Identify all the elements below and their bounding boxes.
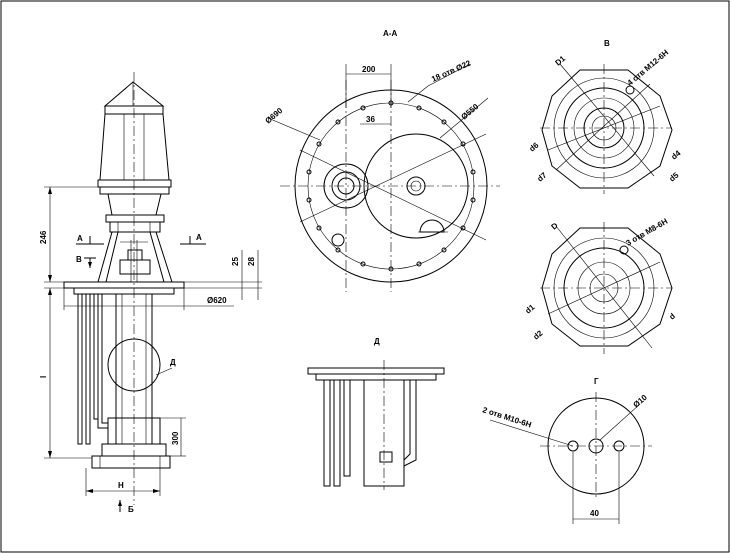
view-g-title: Г (594, 377, 599, 386)
dim-620: Ø620 (207, 296, 227, 305)
coupling-housing (109, 221, 161, 233)
dim-d4: d4 (670, 148, 683, 161)
view-mark-b: В (76, 255, 82, 264)
dim-D1: D1 (554, 54, 568, 68)
view-d-flange: D 3 отв М8-6Н d1 d2 d (524, 217, 678, 354)
dim-40: 40 (590, 509, 599, 518)
dim-d6: d6 (528, 140, 541, 153)
detail-view-d: Д (307, 337, 445, 490)
discharge-pipe-1 (77, 293, 83, 445)
view-d-outline (541, 227, 673, 347)
dim-d: d (668, 311, 678, 321)
dim-25: 25 (231, 257, 240, 266)
section-mark-a-right: А (196, 233, 202, 242)
dim-H: H (118, 481, 124, 490)
dim-d5: d5 (668, 170, 681, 183)
motor-flange (97, 179, 172, 188)
dim-246: 246 (39, 230, 48, 244)
dim-4-holes: 4 отв М12-6Н (626, 48, 671, 88)
suction-bell (91, 455, 171, 469)
motor-body (99, 113, 170, 181)
dim-690: Ø690 (264, 106, 285, 126)
dim-l: l (39, 376, 48, 378)
dim-10: Ø10 (632, 393, 650, 410)
section-mark-a-left: А (77, 234, 83, 243)
dim-550: Ø550 (460, 102, 481, 122)
detail-mark-d: Д (170, 358, 176, 367)
dim-d1: d1 (524, 302, 537, 315)
dim-d7: d7 (536, 170, 549, 183)
dim-D: D (550, 221, 560, 232)
view-g: Г 2 отв М10-6Н Ø10 40 (481, 377, 652, 524)
base-plate (63, 281, 185, 289)
dim-28: 28 (247, 257, 256, 266)
view-b: В D1 4 отв М12-6Н d6 d4 d7 d5 (528, 39, 683, 194)
dim-300: 300 (171, 431, 180, 445)
shaft-coupling (127, 249, 143, 261)
dim-200: 200 (362, 65, 376, 74)
dim-2-holes: 2 отв М10-6Н (481, 405, 532, 429)
detail-d-title: Д (374, 337, 380, 346)
section-aa-view: А-А 200 36 (264, 29, 500, 292)
pump-side-view: 246 l 300 H Ø620 25 28 А (39, 72, 262, 514)
view-mark-bottom: Б (128, 505, 134, 514)
dim-36: 36 (366, 115, 375, 124)
section-aa-title: А-А (383, 29, 397, 38)
dim-d2: d2 (532, 328, 545, 341)
dim-18-holes: 18 отв Ø22 (430, 58, 473, 84)
view-b-outline (541, 69, 673, 189)
view-b-title: В (604, 39, 610, 48)
bolt-holes (306, 100, 476, 272)
motor-skirt (107, 193, 162, 216)
